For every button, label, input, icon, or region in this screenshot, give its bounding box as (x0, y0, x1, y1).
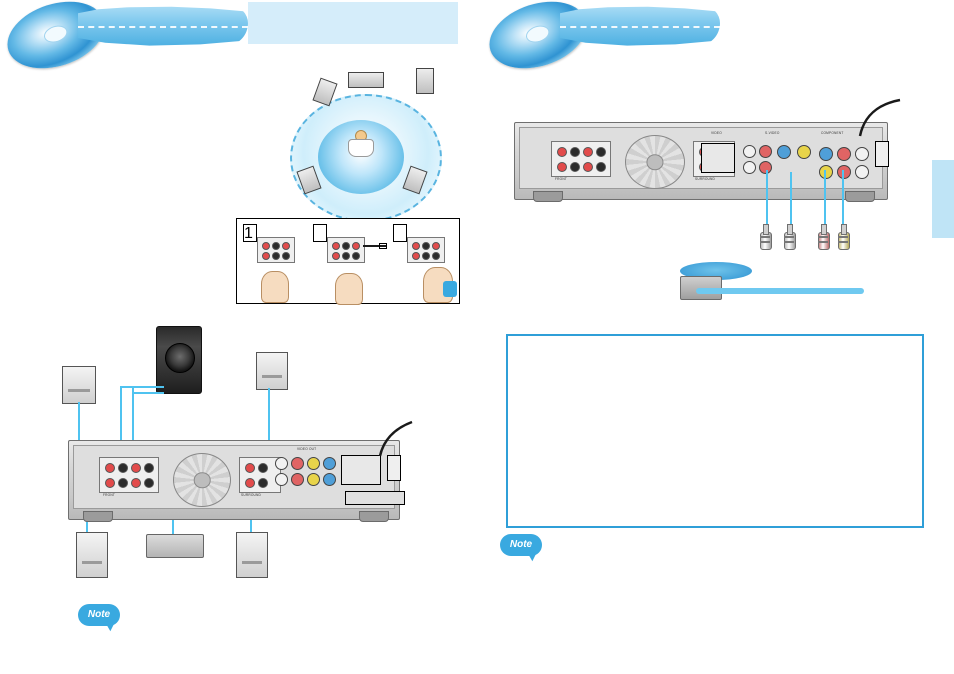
chassis-foot-left-r (533, 191, 563, 202)
jack-r-9 (855, 147, 869, 161)
ribbon-graphic-left (78, 6, 248, 46)
ribbon-graphic-right (560, 6, 720, 46)
chassis-foot-right (359, 511, 389, 522)
jack-r-12 (855, 165, 869, 179)
step-1-terminals (257, 237, 295, 263)
speaker-wire-connection-steps: 1 (236, 218, 460, 305)
label-surround-r: SURROUND (695, 177, 716, 181)
center-speaker (348, 72, 384, 88)
jack-r-2 (759, 145, 772, 158)
note-bubble-right: Note (500, 534, 542, 562)
cable-sub-h (120, 386, 164, 388)
instruction-box (506, 334, 924, 528)
power-cord-right (858, 98, 901, 137)
cable-r-2 (790, 172, 792, 230)
cooling-fan (173, 453, 231, 507)
label-surround: SURROUND (241, 493, 262, 497)
cable-right-upper (268, 388, 270, 464)
cable-sub-b (132, 386, 134, 466)
jack-r-7 (819, 147, 833, 161)
cable-sub-h2 (132, 392, 164, 394)
cooling-fan-right (625, 135, 685, 189)
jack-5 (275, 473, 288, 486)
speaker-right-upper (256, 352, 288, 390)
speaker-right-lower (236, 532, 268, 578)
subwoofer-placement (416, 68, 434, 94)
cable-r-4 (842, 170, 844, 230)
jack-r-10 (819, 165, 833, 179)
center-speaker-unit (146, 534, 204, 558)
subwoofer-unit (156, 326, 202, 394)
receiver-rear-panel-left: FRONT SURROUND VIDEO OUT (68, 440, 405, 522)
step-3-terminals (407, 237, 445, 263)
jack-r-8 (837, 147, 851, 161)
speaker-terminals-front-r (551, 141, 611, 177)
step-2-hand (335, 273, 363, 305)
dvd-player-top (680, 262, 752, 280)
step-3-marker (379, 243, 387, 249)
step-1-number: 1 (243, 224, 257, 242)
step-3-number (393, 224, 407, 242)
jack-r-4 (797, 145, 811, 159)
page-side-tab (932, 160, 954, 238)
jack-r-5 (743, 161, 756, 174)
step-3-highlight (443, 281, 457, 297)
listener-figure (346, 130, 374, 158)
step-2-number (313, 224, 327, 242)
antenna-terminal (387, 455, 401, 481)
speaker-terminals-front (99, 457, 159, 493)
label-video-r: VIDEO (711, 131, 722, 135)
chassis-foot-left (83, 511, 113, 522)
note-bubble-left: Note (78, 604, 120, 632)
chassis-foot-right-r (845, 191, 875, 202)
jack-7 (307, 473, 320, 486)
label-component-r: COMPONENT (821, 131, 844, 135)
label-svideo-r: S-VIDEO (765, 131, 780, 135)
speaker-left-lower (76, 532, 108, 578)
jack-1 (275, 457, 288, 470)
dvd-connection-bar (696, 288, 864, 294)
rating-plate (345, 491, 405, 505)
jack-r-6 (759, 161, 772, 174)
antenna-terminal-r (875, 141, 889, 167)
jack-6 (291, 473, 304, 486)
jack-r-3 (777, 145, 791, 159)
cable-r-1 (766, 170, 768, 230)
header-band-left (248, 2, 458, 44)
jack-r-11 (837, 165, 851, 179)
power-cord-left (378, 420, 413, 457)
label-front-r: FRONT (555, 177, 567, 181)
jack-r-1 (743, 145, 756, 158)
jack-panel-aux-r (701, 143, 735, 173)
jack-8 (323, 473, 336, 486)
step-2-terminals (327, 237, 365, 263)
jack-panel-aux (341, 455, 381, 485)
speaker-left-upper (62, 366, 96, 404)
step-1-hand (261, 271, 289, 303)
jack-4 (323, 457, 336, 470)
label-front: FRONT (103, 493, 115, 497)
jack-3 (307, 457, 320, 470)
jack-2 (291, 457, 304, 470)
label-video-out: VIDEO OUT (297, 447, 317, 451)
receiver-rear-panel-right: FRONT SURROUND VIDEO S-VIDEO COMPONENT (514, 122, 889, 202)
cable-r-3 (824, 170, 826, 230)
